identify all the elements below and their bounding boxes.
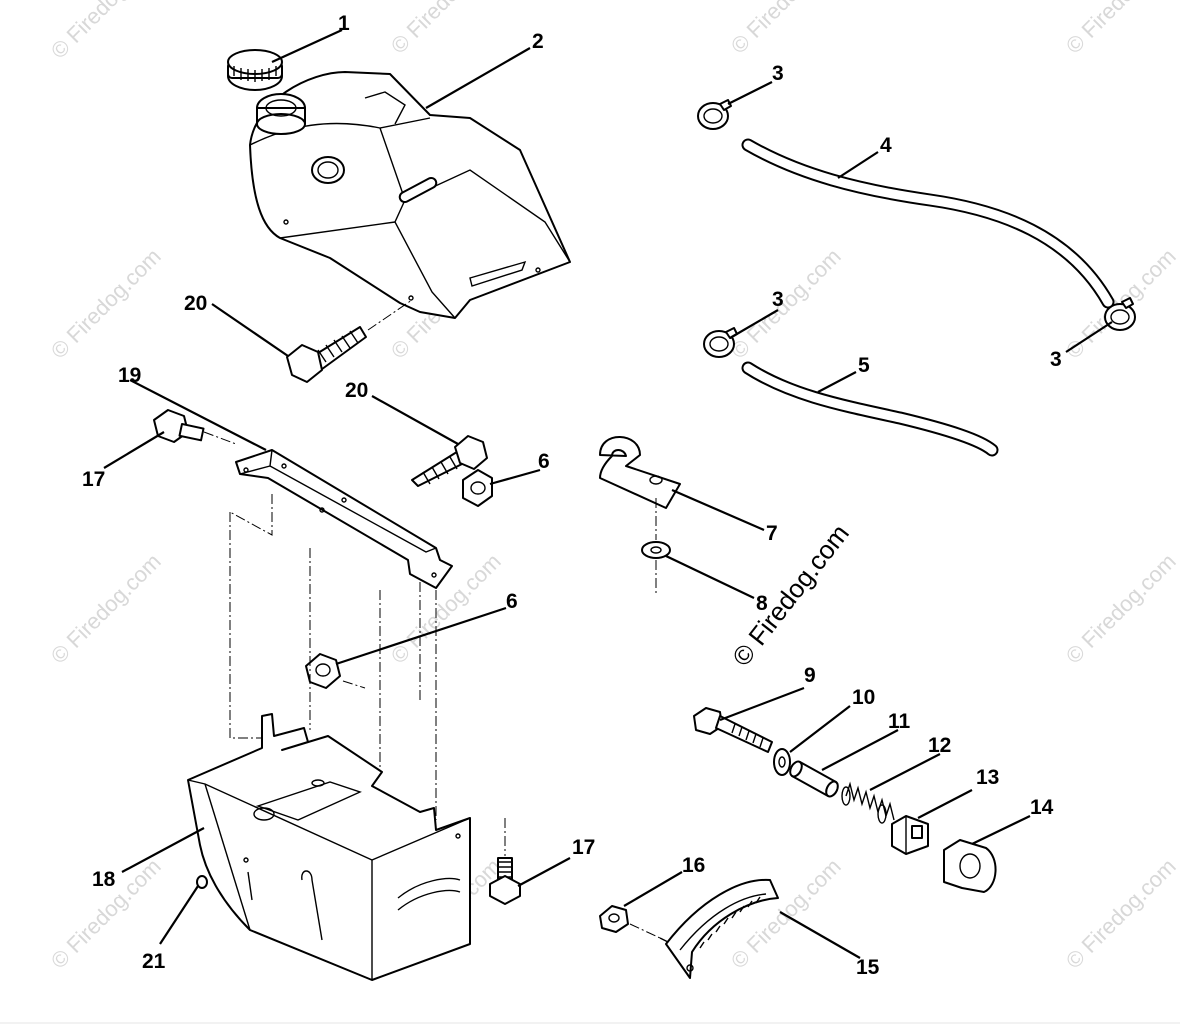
tapping-screw-lower [411,435,488,487]
callout-2: 2 [532,30,544,53]
hex-nut-lower [305,653,366,689]
control-panel [187,713,471,981]
support-bracket [229,449,453,820]
fuel-hose-short [741,361,999,457]
height-indicator-plate [659,878,779,979]
watermark-text: © Firedog.com [1061,854,1180,974]
callout-3: 3 [772,288,784,311]
callout-14: 14 [1030,796,1054,819]
watermark-text: © Firedog.com [46,0,166,64]
flange-nut [599,905,661,939]
small-nut [196,875,208,889]
callout-10: 10 [852,686,875,709]
callout-15: 15 [856,956,880,979]
fuel-hose-long [741,138,1115,309]
lever-bracket [943,839,997,893]
callout-6: 6 [538,450,550,473]
slide-block [891,815,929,855]
callout-3: 3 [772,62,784,85]
callout-18: 18 [92,868,116,891]
callout-7: 7 [766,522,778,545]
tapping-screw-upper [286,299,413,383]
callout-4: 4 [880,134,892,157]
watermark-text: © Firedog.com [1061,549,1180,669]
callout-20: 20 [345,379,368,402]
bolt-lower [489,818,521,905]
hose-clamp-upper [697,99,732,130]
hose-clamp-middle [703,327,738,358]
flat-washer [641,541,671,596]
watermark-text: © Firedog.com [726,0,846,59]
watermark-text: © Firedog.com [1061,0,1180,59]
callout-6: 6 [506,590,518,613]
callout-1: 1 [338,12,350,35]
compression-spring [841,781,895,824]
callout-21: 21 [142,950,166,973]
watermark-text: © Firedog.com [386,0,506,59]
hex-nut-upper [462,469,493,507]
main-watermark: © Firedog.com [726,519,855,672]
spacer-washer [773,748,791,776]
callout-17: 17 [572,836,595,859]
callout-17: 17 [82,468,105,491]
callout-9: 9 [804,664,816,687]
callout-12: 12 [928,734,951,757]
callout-5: 5 [858,354,870,377]
hose-clip [599,436,681,540]
spacer-tube [789,760,839,798]
leader-lines [103,28,1113,959]
watermark-text: © Firedog.com [726,244,846,364]
callout-16: 16 [682,854,705,877]
watermark-text: © Firedog.com [46,549,166,669]
watermark-text: © Firedog.com [46,244,166,364]
callout-3: 3 [1050,348,1062,371]
callout-19: 19 [118,364,141,387]
callout-numbers: 1 2 3 4 3 3 5 20 20 19 17 6 6 7 8 9 10 1… [82,12,1062,979]
callout-8: 8 [756,592,768,615]
callout-11: 11 [888,710,911,733]
shoulder-bolt [693,707,773,753]
callout-20: 20 [184,292,207,315]
fuel-tank [249,71,571,319]
watermark-text: © Firedog.com [726,854,846,974]
fuel-cap [227,49,283,91]
callout-13: 13 [976,766,999,789]
hose-clamp-right [1104,297,1136,331]
